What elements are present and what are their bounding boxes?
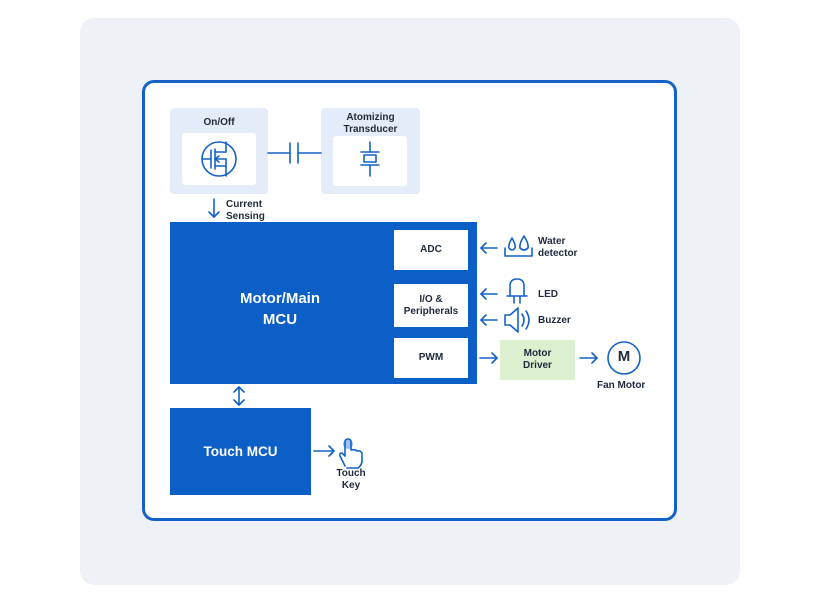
- motor-symbol-label: M: [617, 348, 631, 365]
- bidirectional-arrow: [233, 386, 245, 406]
- buzzer-label: Buzzer: [538, 315, 571, 326]
- fan-motor-label: Fan Motor: [597, 380, 646, 391]
- led-arrow: [480, 288, 498, 300]
- speaker-icon: [504, 307, 530, 333]
- touch-key-label: Touch Key: [336, 468, 366, 491]
- current-sensing-label: Current Sensing: [226, 199, 265, 222]
- touch-arrow: [313, 445, 335, 457]
- water-detector-label: Water detector: [538, 236, 578, 259]
- capacitor-icon: [267, 142, 322, 164]
- io-peripherals-block: I/O & Peripherals: [394, 284, 468, 327]
- pwm-block: PWM: [394, 338, 468, 378]
- current-sensing-arrow: [208, 198, 220, 218]
- led-icon: [506, 278, 528, 304]
- touch-mcu-block: Touch MCU: [170, 408, 311, 495]
- water-arrow: [480, 242, 498, 254]
- main-mcu-label: Motor/Main MCU: [240, 290, 320, 328]
- mosfet-icon: [201, 141, 237, 177]
- on-off-label: On/Off: [203, 117, 235, 128]
- buzzer-arrow: [480, 314, 498, 326]
- pwm-arrow: [479, 352, 498, 364]
- crystal-icon: [360, 141, 380, 177]
- finger-touch-icon: [338, 438, 363, 469]
- led-label: LED: [538, 289, 558, 300]
- adc-block: ADC: [394, 230, 468, 270]
- transducer-label: Atomizing Transducer: [343, 112, 398, 135]
- motor-driver-block: Motor Driver: [500, 340, 575, 380]
- motor-icon: [607, 341, 641, 375]
- water-drop-icon: [504, 235, 533, 257]
- driver-arrow: [579, 352, 598, 364]
